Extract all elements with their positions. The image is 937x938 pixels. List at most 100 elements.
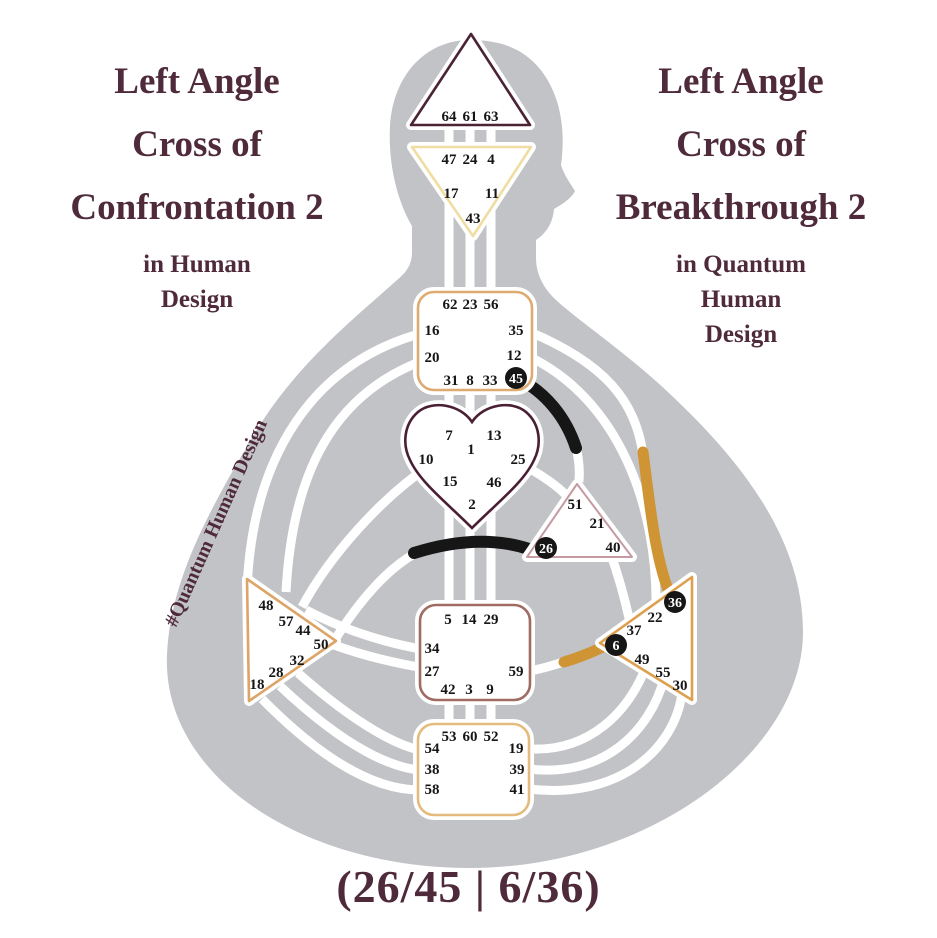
right-subtitle-line: Human [700, 286, 782, 313]
gate-2: 2 [468, 497, 476, 513]
gate-20: 20 [425, 350, 440, 366]
g-center [404, 403, 540, 530]
gate-21: 21 [590, 516, 605, 532]
channel-line [242, 326, 432, 591]
cross-gates-label: (26/45 | 6/36) [336, 861, 601, 912]
spleen-center [245, 577, 338, 703]
gate-50: 50 [314, 637, 329, 653]
gate-11: 11 [485, 186, 499, 202]
right-subtitle-line: in Quantum [676, 251, 806, 278]
gate-5: 5 [444, 612, 452, 628]
left-subtitle-line: Design [160, 286, 234, 313]
gate-15: 15 [443, 474, 458, 490]
head-center [409, 32, 532, 127]
gate-56: 56 [484, 297, 500, 313]
gate-51: 51 [568, 497, 583, 513]
gate-16: 16 [425, 323, 441, 339]
gate-62: 62 [443, 297, 458, 313]
gate-36: 36 [668, 596, 682, 611]
root-center [416, 722, 531, 817]
gate-8: 8 [466, 373, 474, 389]
gate-29: 29 [484, 612, 499, 628]
channel-line [528, 692, 687, 795]
left-title-line: Confrontation 2 [70, 187, 324, 228]
gate-45-highlight [505, 367, 527, 389]
left-title-line: Cross of [132, 124, 262, 165]
channel-lines-arcs [242, 326, 687, 795]
gate-3: 3 [465, 682, 473, 698]
right-title-line: Left Angle [658, 61, 824, 102]
gate-12: 12 [507, 348, 522, 364]
gate-6: 6 [613, 639, 620, 654]
gate-7: 7 [445, 428, 453, 444]
gate-30: 30 [673, 678, 688, 694]
gate-47: 47 [442, 152, 458, 168]
throat-center [416, 290, 534, 392]
right-title-line: Breakthrough 2 [615, 187, 867, 228]
gate-44: 44 [296, 623, 312, 639]
gate-27: 27 [425, 664, 441, 680]
gate-31: 31 [444, 373, 459, 389]
gate-59: 59 [509, 664, 524, 680]
gate-43: 43 [466, 211, 481, 227]
channel-line [281, 353, 432, 593]
sacral-center [418, 603, 532, 702]
gate-19: 19 [509, 741, 524, 757]
gate-34: 34 [425, 641, 441, 657]
gate-33: 33 [483, 373, 498, 389]
gate-14: 14 [462, 612, 478, 628]
highlighted-gates: 45 26 36 6 [505, 367, 686, 656]
left-title-line: Left Angle [114, 61, 280, 102]
gate-23: 23 [463, 297, 478, 313]
gate-13: 13 [487, 428, 502, 444]
gate-57: 57 [279, 614, 295, 630]
left-subtitle-line: in Human [143, 251, 251, 278]
gate-10: 10 [419, 452, 434, 468]
channel-line [258, 695, 421, 795]
gate-52: 52 [484, 729, 499, 745]
channel-line [303, 606, 427, 655]
gate-41: 41 [510, 782, 525, 798]
channel-line [528, 677, 669, 775]
channel-line [332, 549, 419, 641]
left-title: Left Angle Cross of Confrontation 2 in H… [8, 50, 386, 317]
gate-22: 22 [648, 610, 663, 626]
gate-49: 49 [635, 652, 650, 668]
gate-42: 42 [441, 682, 456, 698]
gate-24: 24 [463, 152, 479, 168]
channel-26-44-black [408, 535, 535, 559]
gate-38: 38 [425, 762, 440, 778]
gate-17: 17 [444, 186, 460, 202]
gate-26-highlight [535, 537, 557, 559]
gate-63: 63 [484, 109, 499, 125]
channel-line [528, 665, 651, 754]
gate-18: 18 [250, 677, 265, 693]
gate-36-highlight [664, 591, 686, 613]
gate-64: 64 [442, 109, 458, 125]
channel-36-35-gold [637, 446, 677, 603]
gate-60: 60 [463, 729, 478, 745]
channel-line [276, 682, 421, 775]
gate-6-highlight [605, 634, 627, 656]
ajna-center [410, 145, 533, 238]
gate-25: 25 [511, 452, 526, 468]
gate-28: 28 [269, 665, 284, 681]
gate-numbers: 64 61 63 47 24 4 17 11 43 62 23 56 16 35… [250, 109, 688, 798]
gate-61: 61 [463, 109, 478, 125]
gate-55: 55 [656, 665, 671, 681]
channel-line [528, 327, 648, 456]
gate-26: 26 [539, 542, 553, 557]
gate-37: 37 [627, 623, 643, 639]
gate-9: 9 [486, 682, 494, 698]
gate-48: 48 [259, 598, 274, 614]
gate-39: 39 [510, 762, 525, 778]
gate-4: 4 [487, 152, 495, 168]
gate-40: 40 [606, 540, 621, 556]
gate-35: 35 [509, 323, 524, 339]
gate-46: 46 [487, 475, 503, 491]
gate-53: 53 [442, 729, 457, 745]
gate-54: 54 [425, 741, 441, 757]
channel-line [295, 669, 421, 755]
